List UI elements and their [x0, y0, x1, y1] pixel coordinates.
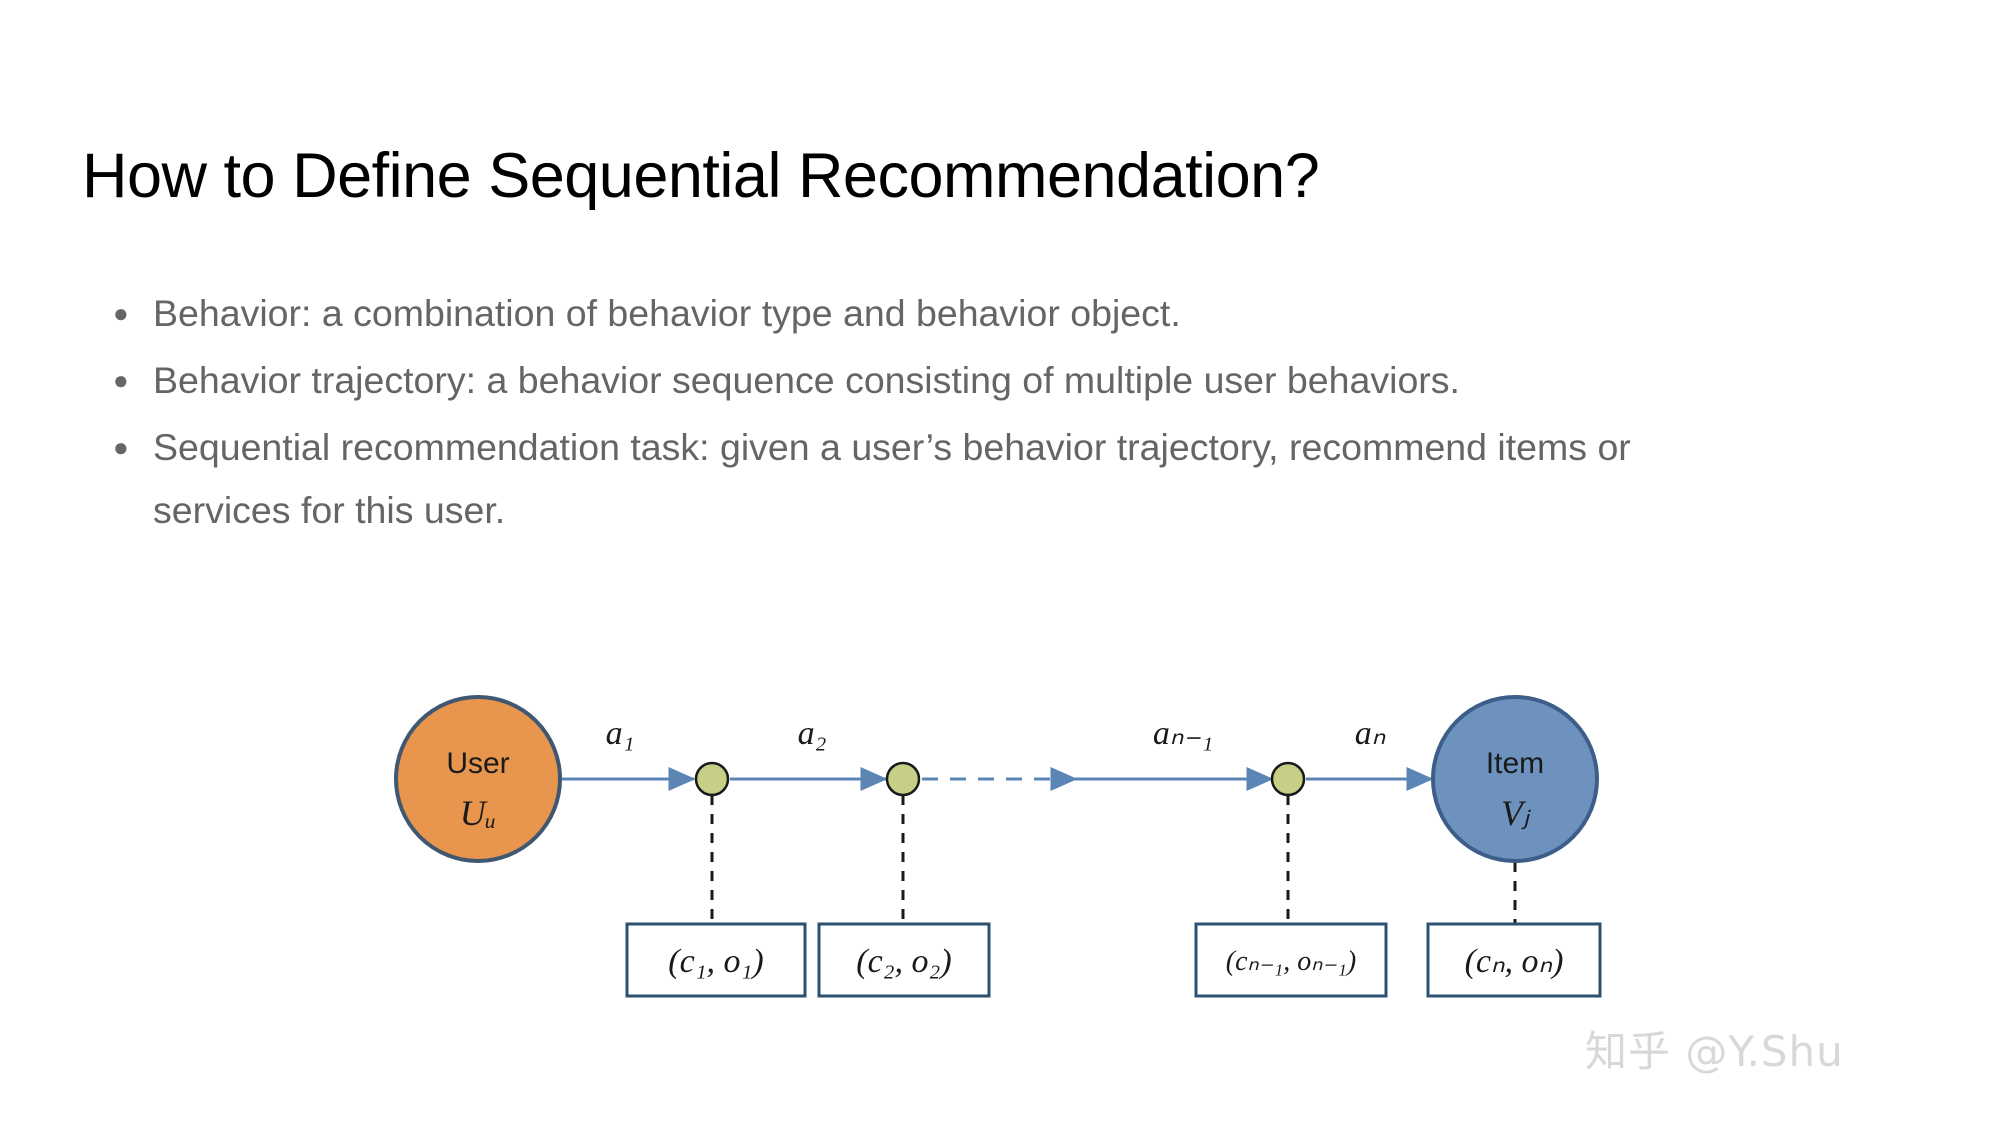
- item-node: Item Vⱼ: [1431, 695, 1599, 863]
- bullet-marker-icon: ●: [113, 432, 129, 462]
- item-node-label: Item: [1486, 747, 1544, 780]
- behavior-box-n-label: (cₙ, oₙ): [1465, 943, 1564, 980]
- behavior-box-n: [1426, 922, 1602, 998]
- list-item-label: Sequential recommendation task: given a …: [153, 426, 1631, 531]
- item-node-circle: [1431, 695, 1599, 863]
- edge-labels: a₁ a₂ aₙ₋₁ aₙ: [606, 715, 1386, 752]
- behavior-box-2-label: (c₂, o₂): [856, 943, 951, 980]
- item-node-subscript: Vⱼ: [1501, 793, 1532, 833]
- behavior-box-1-label: (c₁, o₁): [668, 943, 763, 980]
- list-item: ● Sequential recommendation task: given …: [105, 416, 1845, 542]
- action-nodes: [694, 761, 1306, 797]
- edge-label-a2: a₂: [798, 715, 827, 752]
- behavior-box-n-1: [1194, 922, 1388, 998]
- behavior-connectors: [710, 795, 1517, 924]
- user-node: User Uᵤ: [394, 695, 562, 863]
- user-node-circle: [394, 695, 562, 863]
- page-title: How to Define Sequential Recommendation?: [82, 141, 1320, 212]
- behavior-box-1: [625, 922, 807, 998]
- edge-label-an: aₙ: [1355, 715, 1386, 752]
- user-node-subscript: Uᵤ: [460, 793, 497, 833]
- action-node-n-1: [1270, 761, 1306, 797]
- action-node-1: [694, 761, 730, 797]
- watermark: 知乎 @Y.Shu: [1585, 1027, 1844, 1076]
- list-item: ● Behavior trajectory: a behavior sequen…: [105, 349, 1845, 412]
- list-item-label: Behavior trajectory: a behavior sequence…: [153, 359, 1460, 401]
- bullet-list: ● Behavior: a combination of behavior ty…: [105, 282, 1845, 546]
- list-item: ● Behavior: a combination of behavior ty…: [105, 282, 1845, 345]
- action-node-2: [885, 761, 921, 797]
- edge-label-a1: a₁: [606, 715, 635, 752]
- edge-label-an-1: aₙ₋₁: [1153, 715, 1213, 752]
- list-item-label: Behavior: a combination of behavior type…: [153, 292, 1181, 334]
- user-node-label: User: [446, 747, 509, 780]
- behavior-boxes: (c₁, o₁) (c₂, o₂) (cₙ₋₁, oₙ₋₁) (cₙ, oₙ): [625, 922, 1602, 998]
- bullet-marker-icon: ●: [113, 298, 129, 328]
- bullet-marker-icon: ●: [113, 365, 129, 395]
- behavior-box-2: [817, 922, 991, 998]
- behavior-box-n-1-label: (cₙ₋₁, oₙ₋₁): [1226, 946, 1356, 977]
